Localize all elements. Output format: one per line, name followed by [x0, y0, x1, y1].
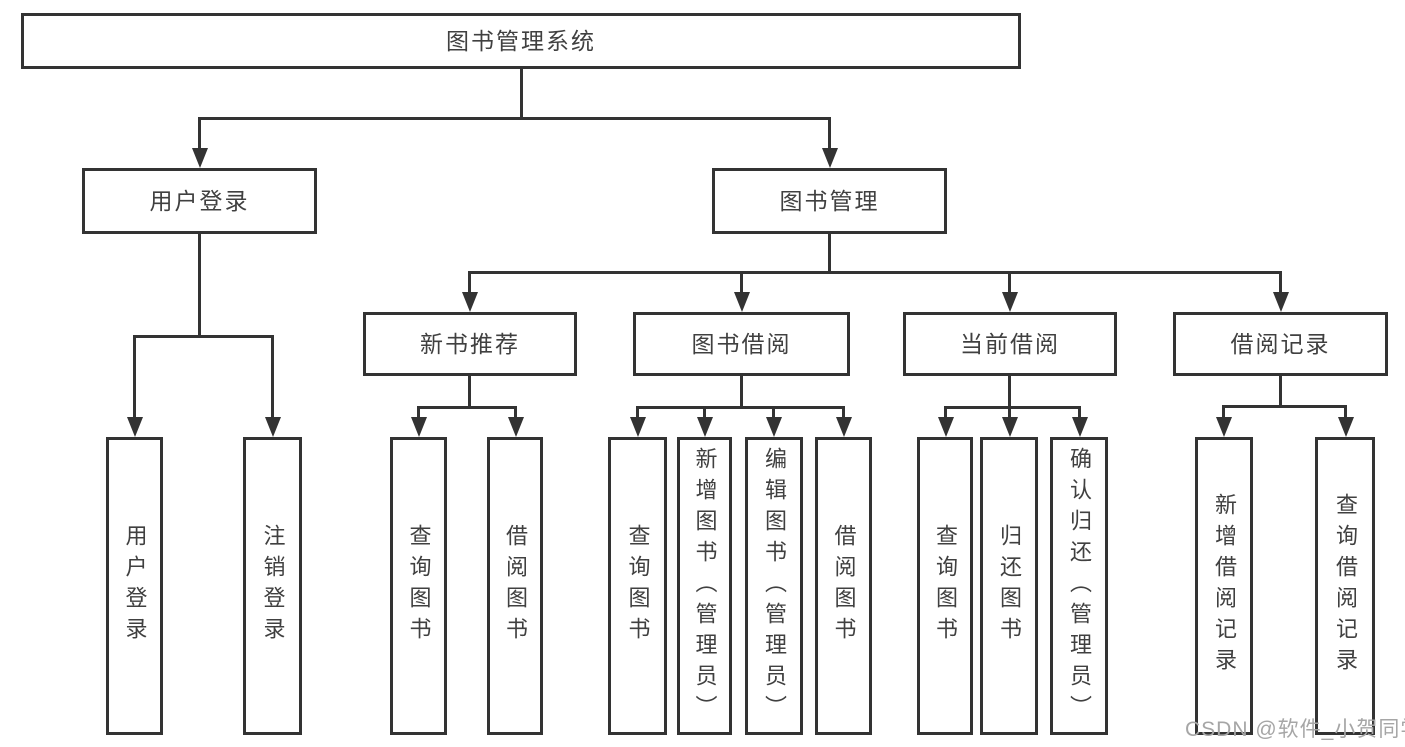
arrow-down-icon	[1215, 405, 1232, 437]
leaf-query-book-1-label: 查询图书	[406, 524, 432, 648]
arrow-down-icon	[461, 271, 478, 312]
leaf-user-login: 用户登录	[106, 437, 163, 735]
arrow-down-icon	[1337, 405, 1354, 437]
connector-root-hline	[198, 117, 831, 120]
leaf-borrow-book-1-label: 借阅图书	[503, 524, 528, 648]
node-new-book-recommend-label: 新书推荐	[420, 330, 520, 357]
leaf-query-book-2-label: 查询图书	[625, 524, 651, 648]
leaf-confirm-return-admin-label: 确认归还（管理员）	[1067, 446, 1092, 726]
arrow-down-icon	[696, 406, 713, 437]
arrow-down-icon	[733, 271, 750, 312]
connector-level3-hline	[468, 271, 1282, 274]
arrow-down-icon	[1272, 271, 1289, 312]
node-current-borrow: 当前借阅	[903, 312, 1117, 376]
leaf-return-book-label: 归还图书	[997, 524, 1022, 648]
leaf-query-book-3: 查询图书	[917, 437, 973, 735]
connector-new-book-stem	[468, 376, 471, 409]
arrow-down-icon	[765, 406, 782, 437]
leaf-return-book: 归还图书	[980, 437, 1038, 735]
leaf-logout: 注销登录	[243, 437, 302, 735]
leaf-query-book-2: 查询图书	[608, 437, 667, 735]
node-borrow-record-label: 借阅记录	[1230, 330, 1331, 357]
leaf-add-borrow-record-label: 新增借阅记录	[1212, 493, 1237, 679]
arrow-down-icon	[507, 406, 524, 437]
node-book-management-label: 图书管理	[779, 187, 880, 214]
leaf-add-book-admin-label: 新增图书（管理员）	[692, 446, 718, 726]
arrow-down-icon	[1001, 271, 1018, 312]
connector-book-borrow-stem	[740, 376, 743, 409]
node-user-login: 用户登录	[82, 168, 317, 234]
node-user-login-label: 用户登录	[149, 187, 250, 214]
node-new-book-recommend: 新书推荐	[363, 312, 577, 376]
connector-current-borrow-hline	[944, 406, 1081, 409]
leaf-query-book-3-label: 查询图书	[933, 524, 958, 648]
node-book-borrow: 图书借阅	[633, 312, 850, 376]
connector-new-book-hline	[417, 406, 517, 409]
leaf-query-borrow-record: 查询借阅记录	[1315, 437, 1375, 735]
node-current-borrow-label: 当前借阅	[960, 330, 1060, 357]
leaf-borrow-book-2: 借阅图书	[815, 437, 872, 735]
node-library-system: 图书管理系统	[21, 13, 1021, 69]
arrow-down-icon	[821, 117, 838, 168]
leaf-logout-label: 注销登录	[260, 524, 286, 648]
arrow-down-icon	[835, 406, 852, 437]
leaf-query-book-1: 查询图书	[390, 437, 447, 735]
node-borrow-record: 借阅记录	[1173, 312, 1388, 376]
connector-book-borrow-hline	[636, 406, 845, 409]
leaf-user-login-label: 用户登录	[122, 524, 148, 648]
connector-borrow-record-hline	[1222, 405, 1347, 408]
arrow-down-icon	[410, 406, 427, 437]
leaf-edit-book-admin: 编辑图书（管理员）	[745, 437, 803, 735]
arrow-down-icon	[937, 406, 954, 437]
leaf-borrow-book-1: 借阅图书	[487, 437, 543, 735]
leaf-query-borrow-record-label: 查询借阅记录	[1333, 493, 1358, 679]
arrow-down-icon	[629, 406, 646, 437]
connector-current-borrow-stem	[1008, 376, 1011, 409]
connector-user-login-stem	[198, 234, 201, 338]
node-book-management: 图书管理	[712, 168, 947, 234]
arrow-down-icon	[191, 117, 208, 168]
arrow-down-icon	[264, 335, 281, 437]
leaf-edit-book-admin-label: 编辑图书（管理员）	[762, 446, 787, 726]
connector-user-login-hline	[133, 335, 274, 338]
connector-book-management-stem	[828, 234, 831, 274]
csdn-watermark: CSDN @软件_小贺同学	[1185, 718, 1405, 741]
arrow-down-icon	[126, 335, 143, 437]
leaf-add-book-admin: 新增图书（管理员）	[677, 437, 732, 735]
node-book-borrow-label: 图书借阅	[691, 330, 792, 357]
connector-borrow-record-stem	[1279, 376, 1282, 408]
leaf-confirm-return-admin: 确认归还（管理员）	[1050, 437, 1108, 735]
connector-root-stem	[520, 69, 523, 120]
arrow-down-icon	[1001, 406, 1018, 437]
node-library-system-label: 图书管理系统	[446, 27, 596, 54]
arrow-down-icon	[1071, 406, 1088, 437]
leaf-borrow-book-2-label: 借阅图书	[831, 524, 857, 648]
leaf-add-borrow-record: 新增借阅记录	[1195, 437, 1253, 735]
